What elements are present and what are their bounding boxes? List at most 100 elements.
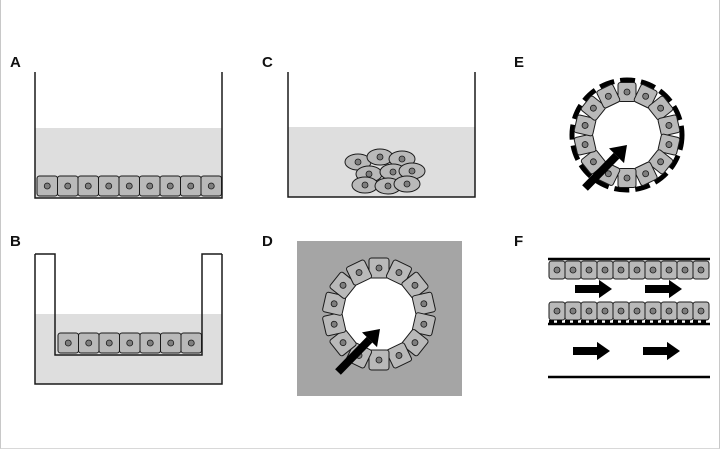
epithelial-cell — [596, 84, 621, 109]
panel-a-monolayer-dish — [34, 72, 223, 199]
cell-nucleus — [166, 182, 174, 190]
cell-nucleus — [187, 339, 195, 347]
cell-nucleus — [617, 307, 625, 315]
monolayer-cells — [57, 332, 202, 354]
membrane-segment — [637, 320, 642, 324]
panel-label-f: F — [514, 233, 524, 250]
epithelial-cell — [346, 259, 373, 286]
epithelial-cell — [139, 332, 161, 354]
arrow-head — [597, 341, 610, 361]
cell-nucleus — [657, 104, 665, 112]
arrow-head — [609, 145, 627, 164]
cell-nucleus — [569, 266, 577, 274]
epithelial-cell — [98, 332, 120, 354]
cell-nucleus — [355, 269, 363, 276]
cell-nucleus — [339, 281, 347, 289]
epithelial-cell — [660, 260, 678, 280]
membrane-segment — [549, 320, 554, 324]
cell-nucleus — [553, 307, 561, 315]
epithelial-cell — [657, 114, 681, 137]
cell-nucleus — [604, 92, 612, 100]
cell-nucleus — [146, 339, 154, 347]
epithelial-cell — [180, 175, 202, 197]
cell-nucleus — [398, 155, 406, 163]
aggregate-cells — [344, 148, 426, 195]
dish-outline — [287, 72, 476, 198]
epithelial-cell — [573, 114, 597, 137]
cell-nucleus — [85, 339, 93, 347]
oval-cell — [393, 175, 421, 193]
insert-outline — [35, 253, 222, 356]
cell-nucleus — [589, 104, 597, 112]
cell-nucleus — [681, 307, 689, 315]
top-layer-cells — [548, 260, 710, 280]
arrow-icon — [582, 145, 627, 191]
epithelial-cell — [580, 95, 606, 121]
panel-label-a: A — [10, 54, 21, 71]
cell-nucleus — [375, 356, 383, 364]
cell-nucleus — [649, 266, 657, 274]
cell-nucleus — [395, 269, 403, 276]
epithelial-cell — [57, 332, 79, 354]
cell-nucleus — [384, 182, 392, 190]
membrane-segment — [605, 320, 610, 324]
cell-nucleus — [665, 307, 673, 315]
epithelial-cell — [628, 260, 646, 280]
cell-nucleus — [105, 339, 113, 347]
epithelial-cell — [596, 301, 614, 321]
panel-label-b: B — [10, 233, 21, 250]
arrow-head — [599, 279, 612, 299]
cell-nucleus — [408, 167, 416, 175]
cell-nucleus — [623, 174, 631, 182]
cell-nucleus — [365, 170, 373, 178]
cell-nucleus — [589, 158, 597, 166]
cell-nucleus — [330, 300, 338, 308]
arrow-icon — [643, 341, 680, 361]
arrow-icon — [645, 279, 682, 299]
cell-nucleus — [376, 153, 384, 161]
cell-nucleus — [642, 170, 650, 178]
cell-nucleus — [420, 320, 428, 328]
outer-well-outline — [34, 254, 223, 385]
cell-nucleus — [146, 182, 154, 190]
membrane-segment — [589, 320, 594, 324]
cell-nucleus — [361, 181, 369, 189]
membrane-segment — [677, 320, 682, 324]
epithelial-cell — [98, 175, 120, 197]
epithelial-cell — [692, 260, 710, 280]
cell-nucleus — [581, 122, 589, 129]
epithelial-cell — [57, 175, 79, 197]
cell-nucleus — [207, 182, 215, 190]
cell-nucleus — [105, 182, 113, 190]
arrow-shaft — [582, 152, 620, 191]
arrow-icon — [575, 279, 612, 299]
cell-nucleus — [581, 141, 589, 148]
epithelial-cell — [77, 175, 99, 197]
cell-nucleus — [623, 88, 631, 96]
cell-nucleus — [665, 266, 673, 274]
cell-nucleus — [681, 266, 689, 274]
membrane-segment — [669, 320, 674, 324]
epithelial-cell — [329, 329, 357, 357]
ring-cells — [322, 257, 436, 371]
cell-nucleus — [420, 300, 428, 308]
membrane-segment — [565, 320, 570, 324]
monolayer-cells — [36, 175, 222, 197]
cell-nucleus — [411, 339, 419, 347]
cell-nucleus — [403, 180, 411, 188]
cell-nucleus — [617, 266, 625, 274]
epithelial-cell — [612, 260, 630, 280]
cell-nucleus — [553, 266, 561, 274]
epithelial-cell — [180, 332, 202, 354]
cell-nucleus — [585, 266, 593, 274]
epithelial-cell — [322, 291, 347, 316]
epithelial-cell — [200, 175, 222, 197]
cell-nucleus — [665, 141, 673, 148]
epithelial-cell — [633, 84, 658, 109]
epithelial-cell — [322, 312, 347, 337]
epithelial-cell — [368, 349, 390, 371]
epithelial-cell — [580, 260, 598, 280]
epithelial-cell — [78, 332, 100, 354]
cell-nucleus — [697, 307, 705, 315]
cell-nucleus — [339, 339, 347, 347]
